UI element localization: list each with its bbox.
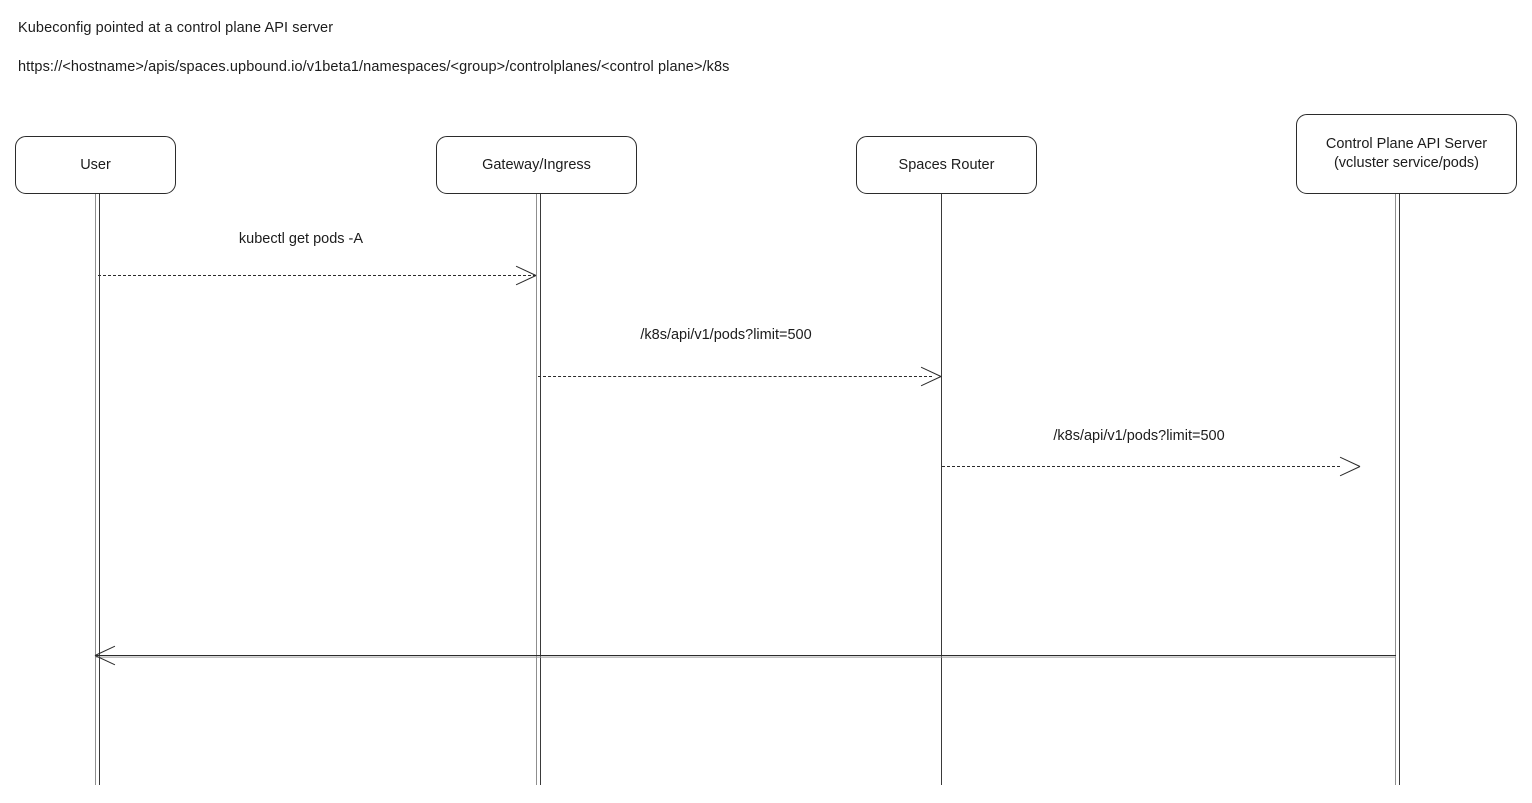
participant-gateway-label: Gateway/Ingress <box>482 156 591 173</box>
message-line-3 <box>942 466 1340 467</box>
participant-control-plane-label: Control Plane API Server <box>1325 136 1488 152</box>
lifeline-gateway <box>536 194 541 785</box>
participant-user[interactable]: User <box>15 136 176 194</box>
participant-spaces-router-label: Spaces Router <box>898 156 995 173</box>
participant-user-label: User <box>80 156 111 173</box>
message-label-3: /k8s/api/v1/pods?limit=500 <box>1053 428 1225 444</box>
participant-spaces-router[interactable]: Spaces Router <box>856 136 1037 194</box>
participant-control-plane-sublabel: (vcluster service/pods) <box>1333 155 1480 171</box>
participant-control-plane[interactable]: Control Plane API Server (vcluster servi… <box>1296 114 1517 194</box>
lifeline-control-plane <box>1395 194 1400 785</box>
message-line-4-return <box>96 655 1396 656</box>
lifeline-user <box>95 194 100 785</box>
participant-gateway[interactable]: Gateway/Ingress <box>436 136 637 194</box>
message-line-1 <box>98 275 536 276</box>
message-label-2: /k8s/api/v1/pods?limit=500 <box>640 327 812 343</box>
message-line-2 <box>538 376 932 377</box>
note-kubeconfig: Kubeconfig pointed at a control plane AP… <box>18 20 334 36</box>
lifeline-spaces-router <box>941 194 942 785</box>
message-label-1: kubectl get pods -A <box>238 231 364 247</box>
note-api-server-url: https://<hostname>/apis/spaces.upbound.i… <box>18 59 730 75</box>
